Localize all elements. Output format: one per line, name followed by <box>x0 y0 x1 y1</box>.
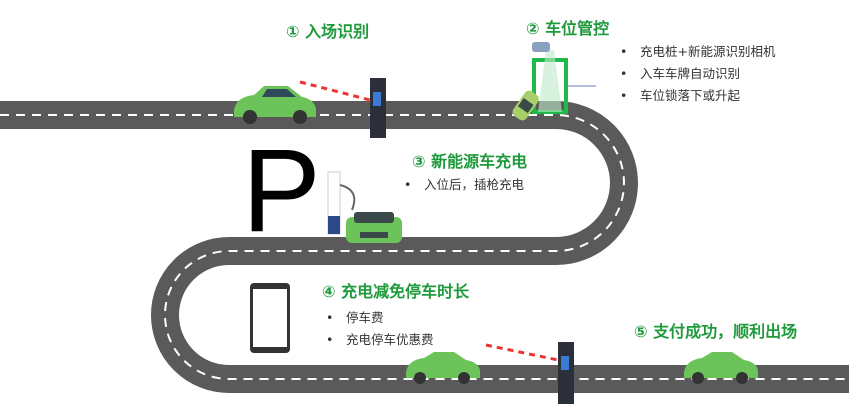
exit-gate-terminal <box>558 342 574 404</box>
camera-icon <box>532 42 550 52</box>
bullet: 车位锁落下或升起 <box>618 85 775 107</box>
car-entering <box>234 86 316 124</box>
car-parking <box>512 90 539 121</box>
barrier-arm-entry <box>299 80 371 102</box>
car-exited <box>684 352 758 384</box>
bullet: 充电停车优惠费 <box>324 329 434 351</box>
parking-sign: P <box>242 125 321 257</box>
step-2-bullets: 充电桩+新能源识别相机 入车车牌自动识别 车位锁落下或升起 <box>618 41 775 107</box>
bullet: 入车车牌自动识别 <box>618 63 775 85</box>
step-3-bullets: 入位后，插枪充电 <box>402 174 524 196</box>
step-2-title: ② 车位管控 <box>526 19 610 38</box>
step-3-title: ③ 新能源车充电 <box>412 152 528 171</box>
phone-app-icon <box>250 283 290 353</box>
entry-gate-terminal <box>370 78 386 138</box>
barrier-arm-exit <box>485 343 559 362</box>
step-1-title: ① 入场识别 <box>286 22 370 41</box>
step-4-title: ④ 充电减免停车时长 <box>322 282 470 301</box>
bullet: 停车费 <box>324 307 434 329</box>
car-exit-waiting <box>406 352 480 384</box>
bullet: 充电桩+新能源识别相机 <box>618 41 775 63</box>
bullet: 入位后，插枪充电 <box>402 174 524 196</box>
road-center-line <box>0 114 849 380</box>
car-charging <box>346 212 402 243</box>
step-5-title: ⑤ 支付成功，顺利出场 <box>634 322 798 341</box>
step-4-bullets: 停车费 充电停车优惠费 <box>324 307 434 351</box>
